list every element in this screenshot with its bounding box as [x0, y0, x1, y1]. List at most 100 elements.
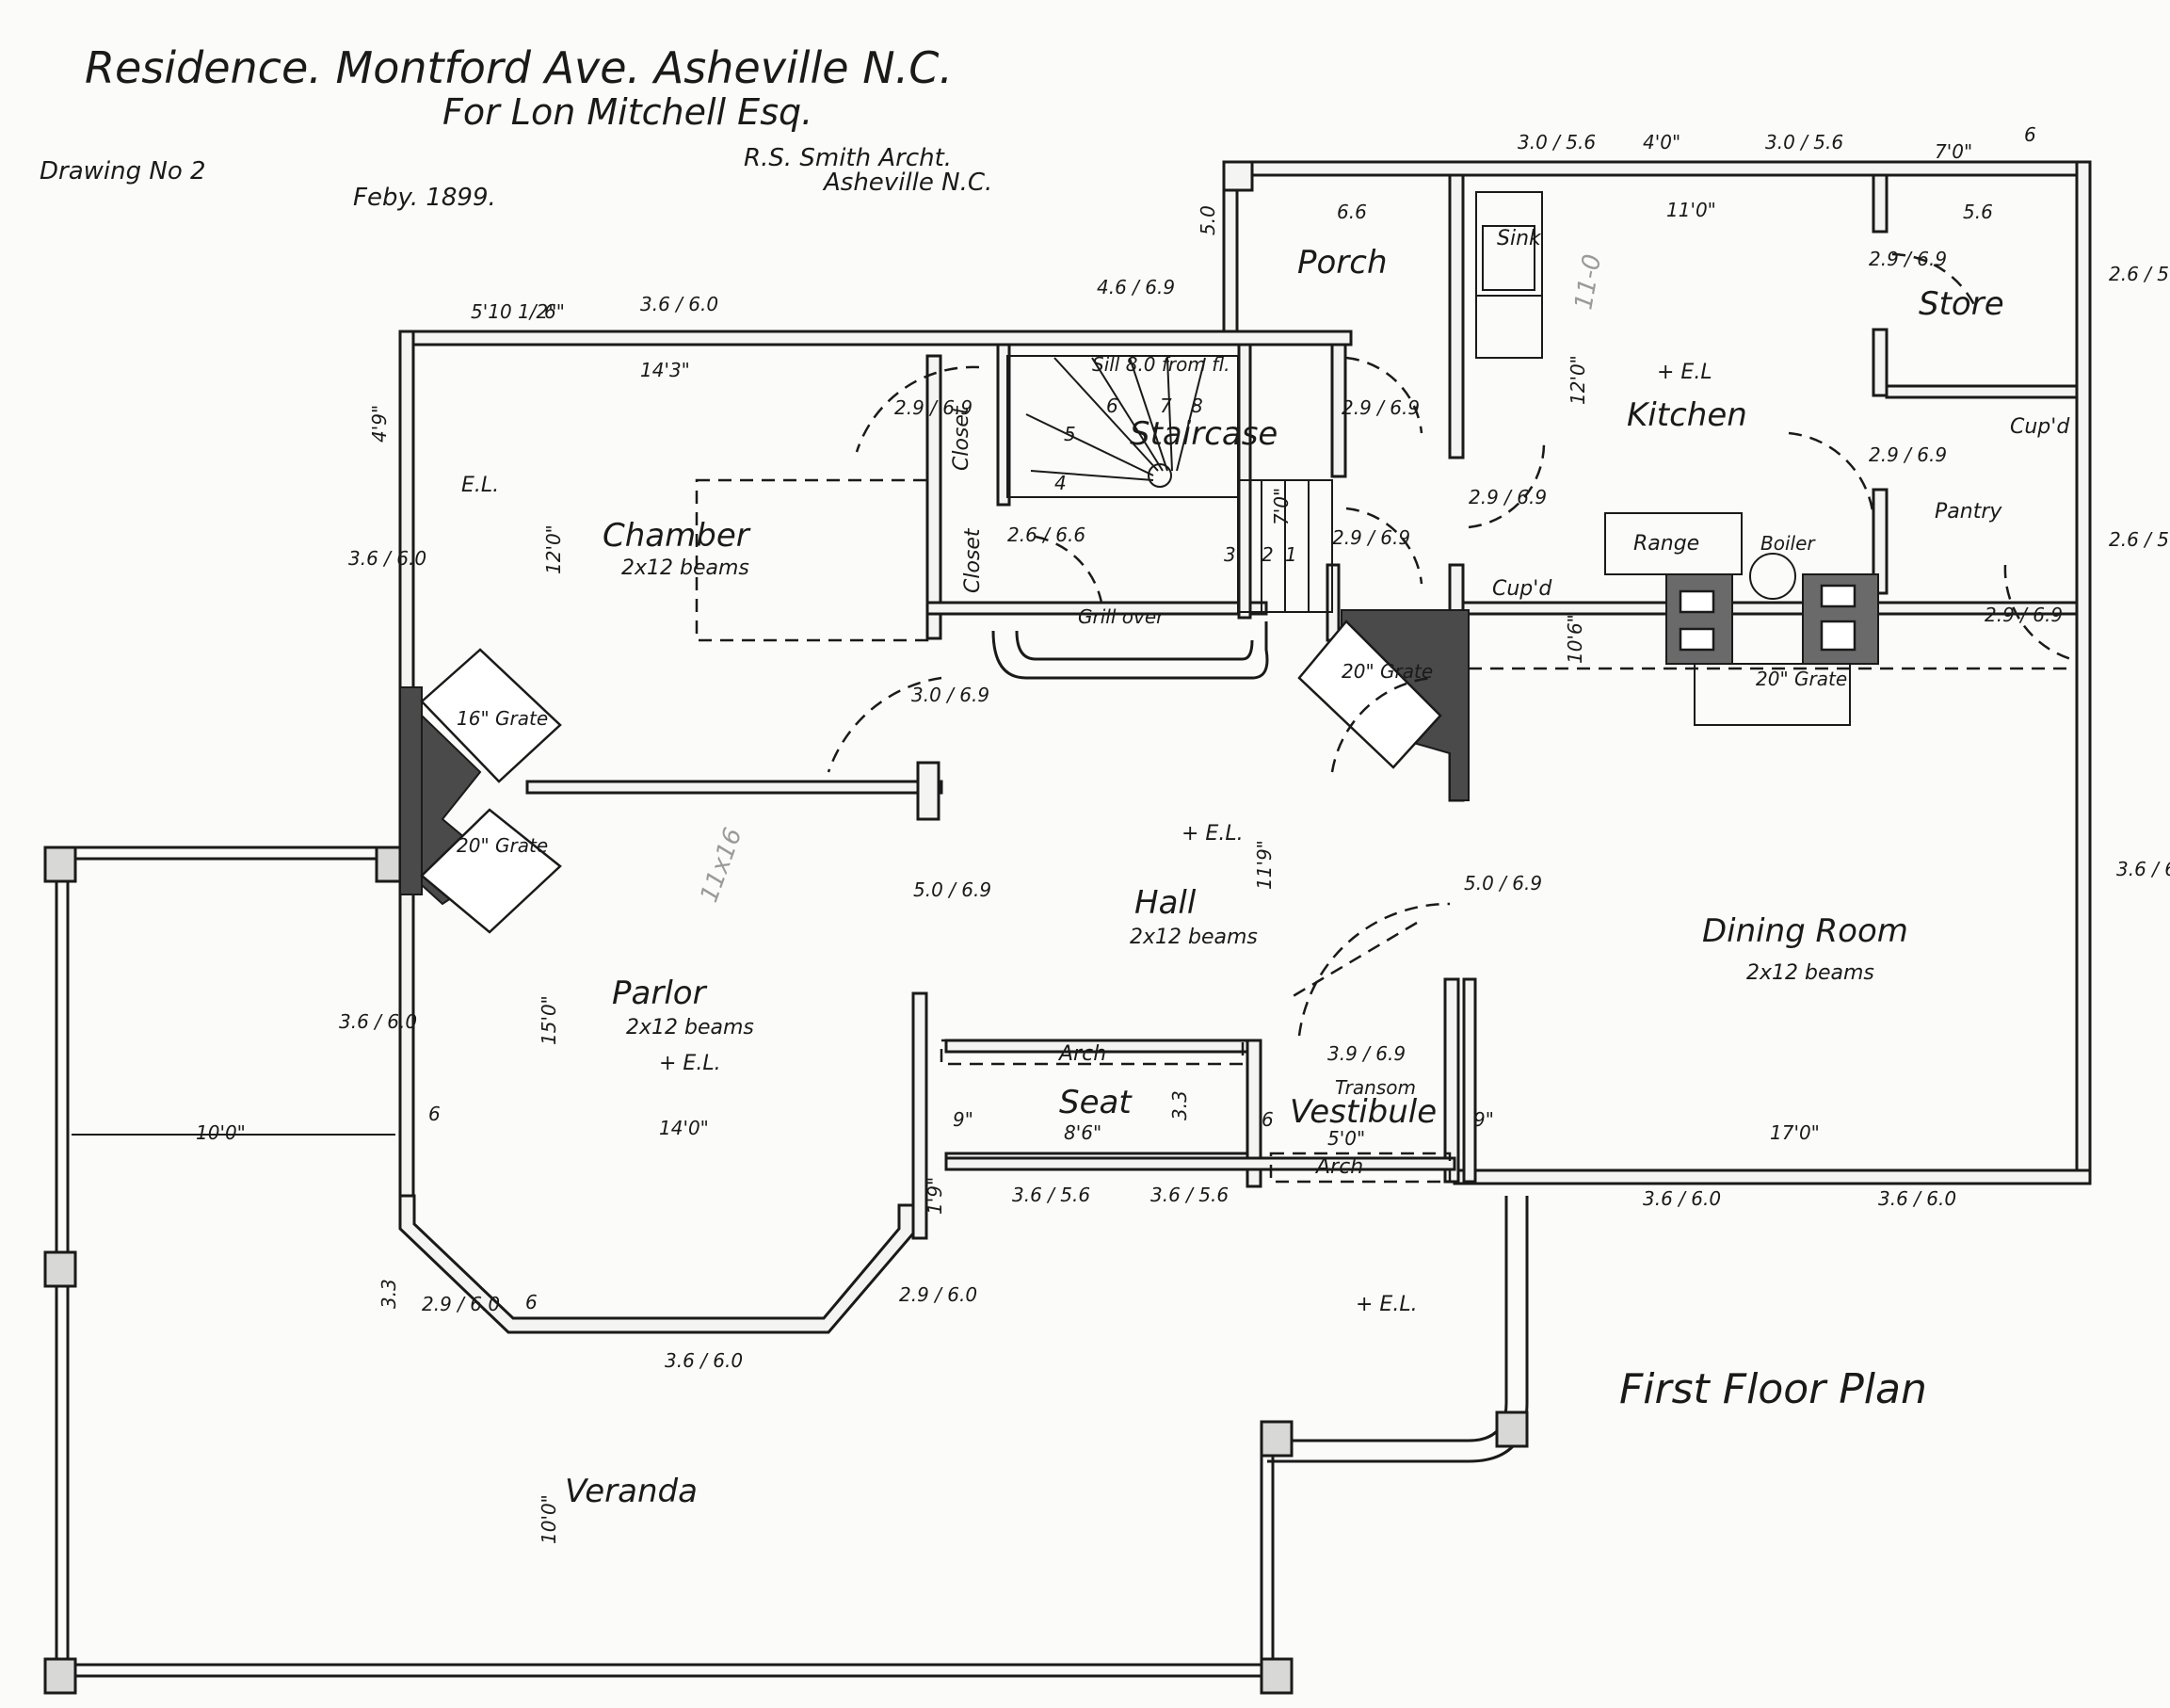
dim-win-dining-2: 3.6 / 6.0 [1878, 1187, 1956, 1210]
staircase-label: Staircase [1130, 415, 1278, 453]
dim-bay-win-3: 3.6 / 6.0 [665, 1349, 743, 1372]
kitchen-label: Kitchen [1627, 396, 1747, 434]
dim-door-closet-1: 2.9 / 6.9 [894, 396, 972, 419]
pantry-cupd: Cup'd [2010, 415, 2070, 439]
dim-bay-side-1: 3.3 [378, 1279, 400, 1309]
client-line: For Lon Mitchell Esq. [442, 91, 812, 133]
closet-upper-label: Closet [950, 405, 973, 471]
dim-top-left-1: 5'10 1/2" [471, 300, 556, 323]
drawing-date: Feby. 1899. [353, 184, 496, 212]
parlor-depth: 15'0" [538, 995, 560, 1045]
vestibule-label: Vestibule [1290, 1093, 1437, 1131]
stair-step-2: 2 [1262, 543, 1274, 566]
veranda-post [43, 846, 77, 883]
dim-vestibule-door: 3.9 / 6.9 [1327, 1042, 1406, 1065]
closet-lower-label: Closet [961, 527, 985, 593]
veranda-post [1495, 1410, 1529, 1448]
dim-kitchen-top-5: 6 [2024, 123, 2036, 146]
chamber-el: E.L. [461, 474, 499, 497]
chamber-label: Chamber [603, 517, 751, 555]
dim-door-chamber: 3.0 / 6.9 [911, 684, 989, 706]
veranda-post [43, 1657, 77, 1695]
range-mass [1604, 512, 1879, 726]
dim-dining-side: 9" [1473, 1108, 1494, 1131]
stair-step-3: 3 [1224, 543, 1236, 566]
dim-kitchen-top-3: 3.0 / 5.6 [1765, 131, 1843, 153]
dim-win-staircase-top: 4.6 / 6.9 [1097, 276, 1175, 298]
dim-chamber-side: 4'9" [368, 405, 391, 443]
dim-kitchen-top-2: 4'0" [1643, 131, 1680, 153]
dim-door-stair-1: 2.9 / 6.9 [1342, 396, 1420, 419]
arch-lower-label: Arch [1314, 1155, 1363, 1179]
dim-seat-height: 3.3 [1168, 1090, 1191, 1120]
boiler-label: Boiler [1760, 532, 1816, 555]
veranda-width: 10'0" [196, 1121, 246, 1144]
veranda-post [43, 1250, 77, 1288]
dining-width: 17'0" [1770, 1121, 1820, 1144]
parlor-label: Parlor [612, 975, 708, 1012]
stair-step-1: 1 [1285, 543, 1297, 566]
grate-hall [1297, 620, 1442, 769]
dim-kitchen-range: 10'6" [1564, 614, 1586, 664]
dim-hall-door: 5.0 / 6.9 [913, 878, 991, 901]
dim-top-left-2: 6" [544, 300, 565, 323]
veranda-post [1260, 1420, 1294, 1458]
dim-bay-19: 1'9" [924, 1177, 946, 1215]
veranda-post [1260, 1657, 1294, 1695]
dim-bay-6a: 6 [525, 1291, 538, 1313]
veranda-outline [43, 846, 1529, 1695]
parlor-el: + E.L. [659, 1052, 721, 1075]
dashed-annotations [695, 252, 2072, 1184]
boiler-icon [1749, 553, 1796, 600]
seat-size: 8'6" [1064, 1121, 1101, 1144]
hall-grate-label: 20" Grate [1342, 660, 1433, 683]
dim-vest-side: 6 [1262, 1108, 1274, 1131]
stair-step-7: 7 [1160, 395, 1172, 417]
grate-chamber [420, 648, 562, 783]
vestibule-size: 5'0" [1327, 1127, 1365, 1150]
porch-size: 6.6 [1337, 201, 1367, 223]
plan-title: First Floor Plan [1619, 1365, 1927, 1413]
dim-win-dining-right: 3.6 / 6.0 [2116, 858, 2170, 880]
chamber-depth: 12'0" [542, 524, 565, 574]
sink-fixture [1475, 191, 1543, 359]
kitchen-grate-label: 20" Grate [1756, 668, 1847, 690]
kitchen-el: + E.L [1657, 361, 1712, 384]
kitchen-depth: 12'0" [1567, 355, 1589, 405]
pencil-note-1: 11-0 [1569, 252, 1607, 312]
dim-kitchen-top-4: 7'0" [1935, 140, 1972, 163]
parlor-grate-label: 20" Grate [457, 834, 548, 857]
parlor-width: 14'0" [659, 1117, 709, 1139]
stair-step-4: 4 [1054, 472, 1067, 494]
grill-bay [991, 621, 1269, 680]
stair-step-6: 6 [1106, 395, 1118, 417]
arch-upper-label: Arch [1057, 1042, 1106, 1066]
grill-label: Grill over [1078, 605, 1165, 628]
stair-step-5: 5 [1064, 423, 1076, 445]
dim-door-store: 2.9 / 6.9 [1869, 248, 1947, 270]
range-label: Range [1633, 532, 1699, 556]
dim-seat-side: 9" [953, 1108, 973, 1131]
dim-win-chamber-top: 3.6 / 6.0 [640, 293, 718, 315]
dining-label: Dining Room [1702, 912, 1908, 950]
sink-label: Sink [1497, 227, 1542, 250]
dim-win-store: 2.6 / 5.6 [2109, 263, 2170, 285]
architect-name: R.S. Smith Archt. [744, 144, 952, 172]
chamber-beams: 2x12 beams [621, 556, 749, 580]
dim-hall-dining-door: 5.0 / 6.9 [1464, 872, 1542, 894]
porch-label: Porch [1297, 244, 1388, 282]
dim-win-seat-1: 3.6 / 5.6 [1012, 1184, 1090, 1206]
vestibule-transom: Transom [1335, 1076, 1416, 1099]
dim-win-pantry: 2.6 / 5.6 [2109, 528, 2170, 551]
kitchen-width: 11'0" [1666, 199, 1716, 221]
chamber-grate-label: 16" Grate [457, 707, 548, 730]
drawing-title: Residence. Montford Ave. Asheville N.C. [85, 42, 953, 93]
dim-chamber-win-left: 3.6 / 6.0 [348, 547, 426, 570]
store-label: Store [1919, 285, 2004, 323]
staircase-treads [1006, 355, 1333, 613]
hall-label: Hall [1134, 884, 1197, 922]
hall-beams: 2x12 beams [1130, 926, 1258, 949]
grate-parlor [420, 808, 562, 934]
veranda-depth: 10'0" [538, 1494, 560, 1544]
